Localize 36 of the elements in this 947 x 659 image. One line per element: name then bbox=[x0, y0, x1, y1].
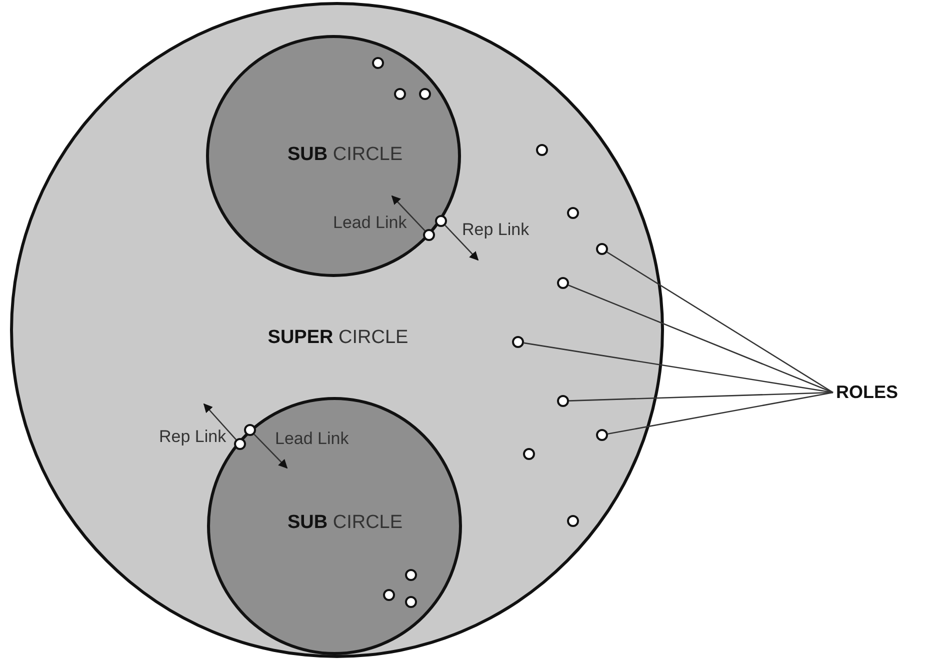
role-dot bbox=[405, 596, 417, 608]
leader-line bbox=[568, 392, 834, 402]
role-dot bbox=[372, 57, 384, 69]
role-dot bbox=[523, 448, 535, 460]
leader-line bbox=[524, 342, 834, 394]
role-dot bbox=[596, 243, 608, 255]
arrow bbox=[391, 195, 426, 232]
role-dot bbox=[557, 395, 569, 407]
leader-line bbox=[606, 252, 834, 394]
roles-label: ROLES bbox=[836, 382, 898, 403]
arrow bbox=[203, 403, 236, 440]
role-dot bbox=[234, 438, 246, 450]
arrow bbox=[444, 224, 479, 261]
link-label: Rep Link bbox=[159, 427, 226, 447]
role-dot bbox=[394, 88, 406, 100]
arrow bbox=[254, 434, 288, 469]
role-dot bbox=[557, 277, 569, 289]
role-dot bbox=[423, 229, 435, 241]
role-dot bbox=[512, 336, 524, 348]
role-dot bbox=[567, 515, 579, 527]
circle-title: SUPER CIRCLE bbox=[268, 327, 408, 349]
link-label: Lead Link bbox=[275, 429, 349, 449]
role-dot bbox=[435, 215, 447, 227]
leader-line bbox=[568, 284, 834, 394]
role-dot bbox=[383, 589, 395, 601]
role-dot bbox=[567, 207, 579, 219]
link-label: Lead Link bbox=[333, 213, 407, 233]
role-dot bbox=[244, 424, 256, 436]
link-label: Rep Link bbox=[462, 220, 530, 240]
leader-line bbox=[608, 392, 834, 435]
circle-title: SUB CIRCLE bbox=[287, 512, 403, 534]
role-dot bbox=[536, 144, 548, 156]
role-dot bbox=[405, 569, 417, 581]
circle-title: SUB CIRCLE bbox=[287, 144, 403, 166]
role-dot bbox=[419, 88, 431, 100]
role-dot bbox=[596, 429, 608, 441]
